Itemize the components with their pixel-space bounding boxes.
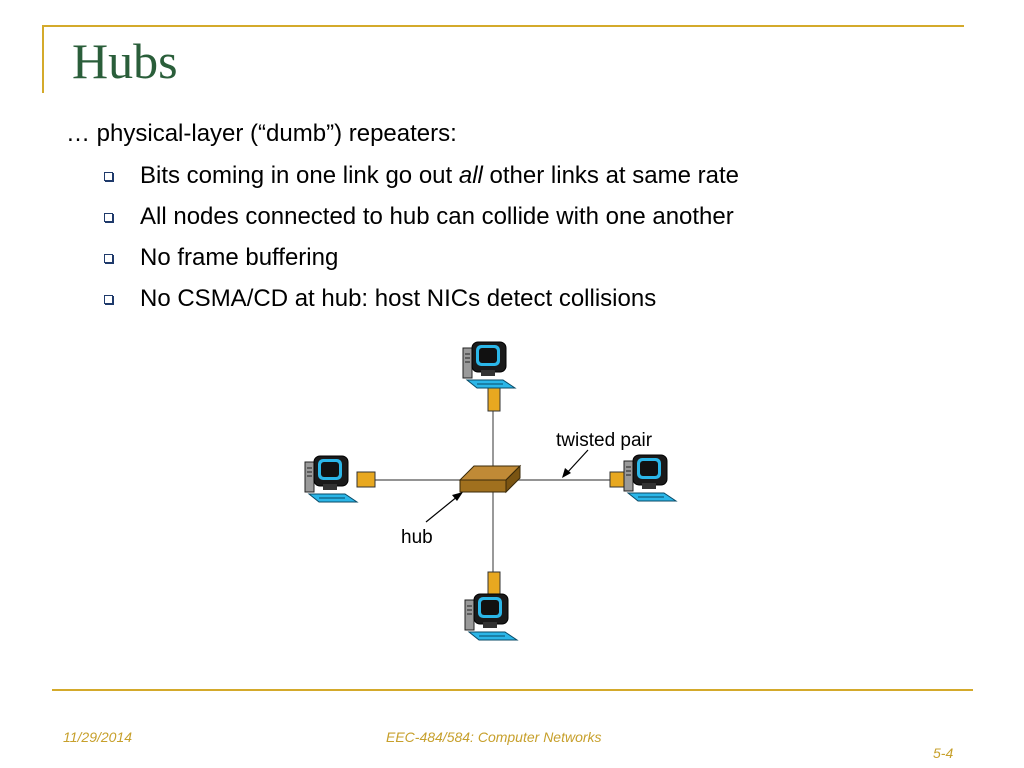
- twisted-pair-pointer: [565, 449, 589, 475]
- footer-page-number: 5-4: [933, 745, 954, 761]
- hub-box-icon: [458, 464, 522, 494]
- footer-divider-line: [52, 689, 973, 691]
- bullet-text: All nodes connected to hub can collide w…: [140, 203, 734, 230]
- desktop-computer-icon: [623, 454, 677, 502]
- bullet-text: No CSMA/CD at hub: host NICs detect coll…: [140, 285, 657, 312]
- bullet-item: All nodes connected to hub can collide w…: [104, 199, 739, 240]
- bullet-emphasis: all: [458, 162, 483, 189]
- hub-pointer: [425, 495, 459, 523]
- desktop-computer-icon: [464, 593, 518, 641]
- hollow-square-bullet-icon: [104, 213, 113, 222]
- bullet-item: Bits coming in one link go out all other…: [104, 158, 739, 199]
- frame-left-line: [42, 25, 44, 93]
- slide-title: Hubs: [72, 33, 178, 89]
- network-interface-card-icon: [487, 571, 501, 595]
- bullet-text: No frame buffering: [140, 244, 339, 271]
- bullet-list: Bits coming in one link go out all other…: [104, 158, 739, 322]
- desktop-computer-icon: [462, 341, 516, 389]
- bullet-item: No CSMA/CD at hub: host NICs detect coll…: [104, 281, 739, 322]
- hollow-square-bullet-icon: [104, 172, 113, 181]
- bullet-text-after: other links at same rate: [482, 162, 739, 189]
- hollow-square-bullet-icon: [104, 295, 113, 304]
- desktop-computer-icon: [304, 455, 358, 503]
- hub-label: hub: [401, 527, 433, 548]
- twisted-pair-label: twisted pair: [556, 430, 653, 451]
- intro-text: … physical-layer (“dumb”) repeaters:: [66, 120, 457, 147]
- footer-course: EEC-484/584: Computer Networks: [386, 729, 602, 745]
- frame-top-line: [42, 25, 964, 27]
- hub-arrowhead: [452, 492, 463, 501]
- hollow-square-bullet-icon: [104, 254, 113, 263]
- network-interface-card-icon: [356, 471, 376, 488]
- footer-date: 11/29/2014: [63, 729, 133, 745]
- twisted-pair-arrowhead: [562, 468, 571, 478]
- bullet-text-before: Bits coming in one link go out: [140, 162, 459, 189]
- network-interface-card-icon: [487, 387, 501, 412]
- bullet-item: No frame buffering: [104, 240, 739, 281]
